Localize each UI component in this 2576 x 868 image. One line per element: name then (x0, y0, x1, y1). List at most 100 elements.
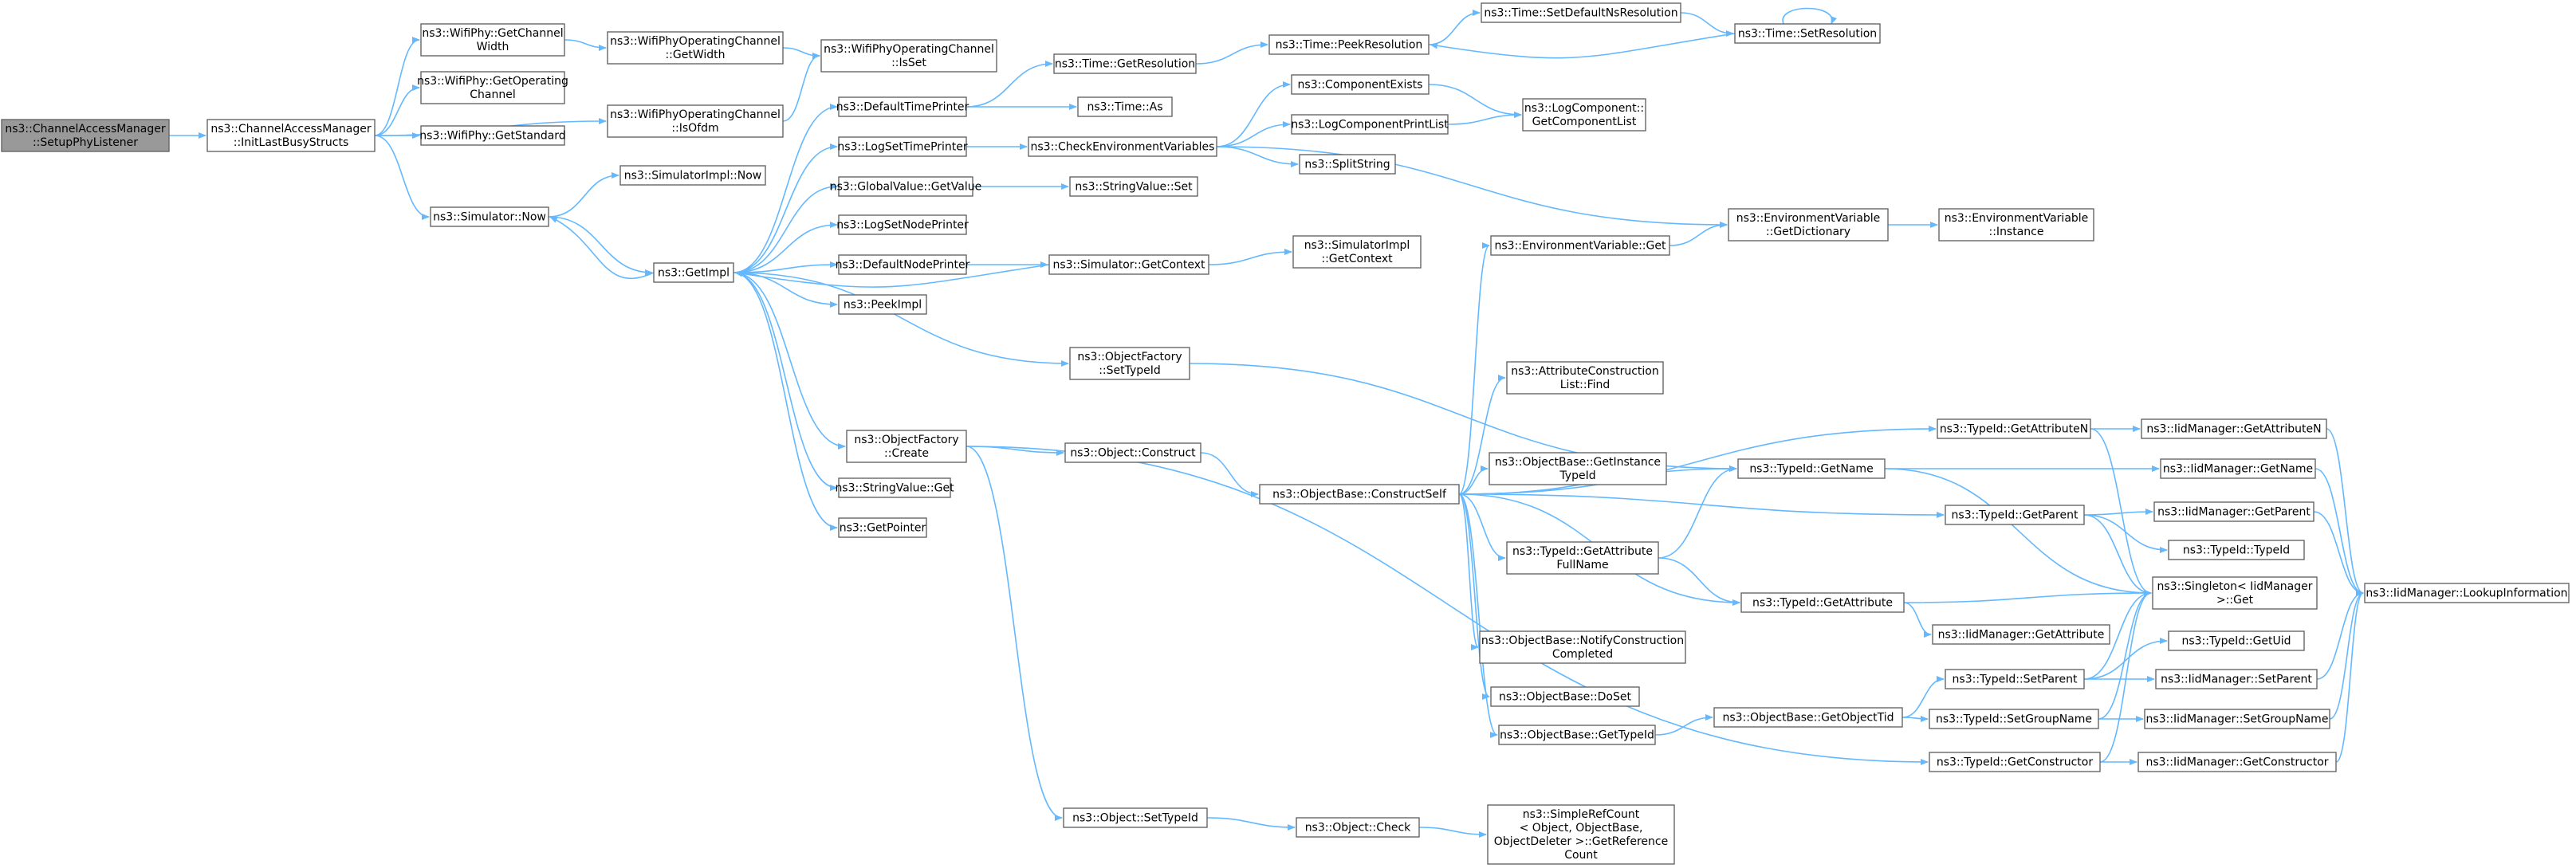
node-peekimpl[interactable]: ns3::PeekImpl (838, 294, 927, 315)
node-box (1268, 34, 1430, 55)
node-timepeekres[interactable]: ns3::Time::PeekResolution (1268, 34, 1430, 55)
node-box (1, 119, 170, 152)
node-label: ns3::WifiPhyOperatingChannel (610, 35, 781, 48)
node-box (1292, 235, 1422, 269)
node-objsettypeid[interactable]: ns3::Object::SetTypeId (1063, 807, 1208, 828)
call-edge-tidgetparent-to-singletonget (2083, 514, 2152, 596)
node-objconstruct[interactable]: ns3::Object::Construct (1064, 442, 1201, 463)
node-getstd[interactable]: ns3::WifiPhy::GetStandard (419, 125, 566, 146)
node-tidgetconstructor[interactable]: ns3::TypeId::GetConstructor (1929, 752, 2101, 772)
node-singletonget[interactable]: ns3::Singleton< IidManager >::Get (2152, 576, 2318, 610)
node-getimpl[interactable]: ns3::GetImpl (653, 262, 734, 283)
node-tidsetgroupname[interactable]: ns3::TypeId::SetGroupName (1929, 709, 2099, 729)
call-edge-objsettypeid-to-objcheck (1206, 817, 1296, 831)
node-label: ns3::ObjectBase::GetObjectTid (1722, 712, 1894, 725)
node-splitstring[interactable]: ns3::SplitString (1299, 154, 1396, 175)
node-simimplgetctx[interactable]: ns3::SimulatorImpl::GetContext (1292, 235, 1422, 269)
node-iidgetconstructor[interactable]: ns3::IidManager::GetConstructor (2137, 752, 2337, 772)
node-logcompprintlist[interactable]: ns3::LogComponentPrintList (1291, 114, 1449, 135)
node-getpointer[interactable]: ns3::GetPointer (838, 517, 927, 538)
node-strvalget[interactable]: ns3::StringValue::Get (835, 477, 954, 498)
node-defnodeprinter[interactable]: ns3::DefaultNodePrinter (836, 254, 970, 275)
node-strvalset[interactable]: ns3::StringValue::Set (1069, 176, 1198, 197)
node-envinstance[interactable]: ns3::EnvironmentVariable::Instance (1938, 208, 2094, 242)
node-label: ns3::IidManager::SetParent (2161, 674, 2312, 686)
node-envgetdict[interactable]: ns3::EnvironmentVariable::GetDictionary (1728, 208, 1889, 242)
node-checkenv[interactable]: ns3::CheckEnvironmentVariables (1028, 136, 1217, 157)
node-obdoset[interactable]: ns3::ObjectBase::DoSet (1490, 686, 1640, 707)
node-envget[interactable]: ns3::EnvironmentVariable::Get (1490, 235, 1670, 256)
node-logsetnodeprinter[interactable]: ns3::LogSetNodePrinter (836, 214, 969, 235)
node-logsettimeprinter[interactable]: ns3::LogSetTimePrinter (837, 136, 968, 157)
node-box (1506, 541, 1659, 575)
node-ofcreate[interactable]: ns3::ObjectFactory::Create (846, 430, 967, 463)
node-box (1713, 707, 1903, 728)
node-compexists[interactable]: ns3::ComponentExists (1291, 74, 1430, 95)
node-objbaseconstructself[interactable]: ns3::ObjectBase::ConstructSelf (1259, 484, 1460, 505)
node-label: ns3::Time::GetResolution (1055, 58, 1195, 71)
node-tidgetparent[interactable]: ns3::TypeId::GetParent (1945, 505, 2085, 525)
node-setupphy[interactable]: ns3::ChannelAccessManager::SetupPhyListe… (1, 119, 170, 152)
node-obnotify[interactable]: ns3::ObjectBase::NotifyConstructionCompl… (1479, 630, 1686, 664)
node-iidgetattrn[interactable]: ns3::IidManager::GetAttributeN (2141, 418, 2327, 439)
node-tidgetattr[interactable]: ns3::TypeId::GetAttribute (1740, 592, 1905, 613)
node-box (1479, 630, 1686, 664)
call-edge-getimpl-to-strvalget (733, 272, 838, 491)
node-iidsetgroupname[interactable]: ns3::IidManager::SetGroupName (2144, 709, 2330, 729)
node-objcheck[interactable]: ns3::Object::Check (1296, 817, 1420, 838)
node-gvgetvalue[interactable]: ns3::GlobalValue::GetValue (830, 176, 981, 197)
node-box (2152, 576, 2318, 610)
node-iidgetattr[interactable]: ns3::IidManager::GetAttribute (1932, 624, 2110, 645)
call-edge-objbaseconstructself-to-attrconstrfind (1458, 375, 1506, 495)
node-label: ns3::EnvironmentVariable (1945, 212, 2089, 225)
call-edge-getimpl-to-simnow (549, 216, 655, 279)
call-edge-objcheck-to-srcgetref (1418, 827, 1487, 838)
node-wpocisofdm[interactable]: ns3::WifiPhyOperatingChannel::IsOfdm (607, 104, 784, 138)
node-simimplnow[interactable]: ns3::SimulatorImpl::Now (619, 165, 766, 186)
node-iidgetparent[interactable]: ns3::IidManager::GetParent (2153, 501, 2314, 522)
node-label: Width (477, 41, 509, 53)
node-label: ns3::SimulatorImpl (1304, 239, 1410, 252)
node-tidsetparent[interactable]: ns3::TypeId::SetParent (1945, 669, 2085, 689)
call-edge-iidsetgroupname-to-iidlookup (2329, 590, 2364, 720)
node-simnow[interactable]: ns3::Simulator::Now (430, 206, 549, 227)
node-label: ns3::TypeId::TypeId (2183, 544, 2290, 557)
node-ofsettypeid[interactable]: ns3::ObjectFactory::SetTypeId (1069, 347, 1190, 380)
node-wpocisset[interactable]: ns3::WifiPhyOperatingChannel::IsSet (820, 39, 997, 73)
node-tidgetattrn[interactable]: ns3::TypeId::GetAttributeN (1937, 418, 2091, 439)
node-box (2141, 418, 2327, 439)
node-box (1259, 484, 1460, 505)
node-obgetobjtid[interactable]: ns3::ObjectBase::GetObjectTid (1713, 707, 1903, 728)
node-tidgetuid[interactable]: ns3::TypeId::GetUid (2168, 630, 2305, 651)
node-box (619, 165, 766, 186)
node-timegetres[interactable]: ns3::Time::GetResolution (1053, 53, 1197, 74)
node-timesetres[interactable]: ns3::Time::SetResolution (1734, 23, 1881, 44)
node-label: ns3::ObjectFactory (1077, 351, 1182, 363)
node-timeas[interactable]: ns3::Time::As (1077, 96, 1173, 117)
node-obgettid[interactable]: ns3::ObjectBase::GetTypeId (1498, 725, 1656, 745)
node-box (2160, 458, 2316, 479)
node-box (1506, 361, 1664, 395)
call-edge-tidgetattrfullname-to-tidgetname (1658, 465, 1737, 559)
node-srcgetref[interactable]: ns3::SimpleRefCount< Object, ObjectBase,… (1487, 804, 1675, 865)
node-tidgetname[interactable]: ns3::TypeId::GetName (1737, 458, 1886, 479)
node-initlast[interactable]: ns3::ChannelAccessManager::InitLastBusyS… (206, 119, 376, 152)
node-box (838, 294, 927, 315)
node-iidlookup[interactable]: ns3::IidManager::LookupInformation (2364, 583, 2570, 603)
node-deftimeprinter[interactable]: ns3::DefaultTimePrinter (836, 96, 969, 117)
node-simgetctx[interactable]: ns3::Simulator::GetContext (1048, 254, 1209, 275)
node-iidgetname[interactable]: ns3::IidManager::GetName (2160, 458, 2316, 479)
node-label: Channel (470, 88, 515, 101)
node-box (1737, 458, 1886, 479)
node-timesetdefns[interactable]: ns3::Time::SetDefaultNsResolution (1481, 2, 1681, 23)
node-wpocgw[interactable]: ns3::WifiPhyOperatingChannel::GetWidth (607, 31, 784, 65)
node-tidtypeid[interactable]: ns3::TypeId::TypeId (2168, 540, 2305, 560)
node-iidsetparent[interactable]: ns3::IidManager::SetParent (2155, 669, 2318, 689)
node-logcompgetlist[interactable]: ns3::LogComponent::GetComponentList (1522, 98, 1646, 132)
node-label: ::GetDictionary (1766, 226, 1850, 238)
